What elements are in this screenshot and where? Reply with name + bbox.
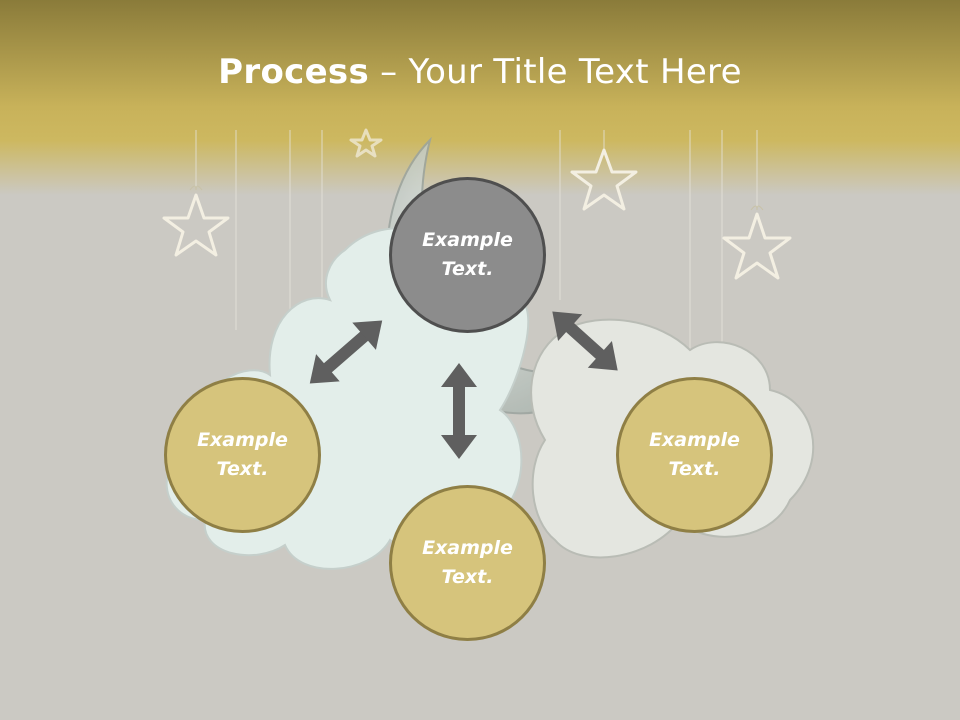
node-left-text: Example Text. <box>197 429 288 480</box>
title-rest: – Your Title Text Here <box>369 52 742 92</box>
title-bold: Process <box>218 52 370 92</box>
arrow-top-bottom <box>441 363 477 459</box>
arrow-top-right <box>552 311 618 371</box>
star-icon <box>162 193 230 257</box>
star-icon <box>722 212 792 280</box>
process-node-left: Example Text. <box>164 377 321 533</box>
node-top-text: Example Text. <box>422 229 513 280</box>
arrow-top-left <box>309 320 383 384</box>
star-decorations <box>162 128 792 280</box>
node-right-text: Example Text. <box>649 429 740 480</box>
star-icon <box>349 128 383 158</box>
process-node-bottom: Example Text. <box>389 485 546 641</box>
process-node-top: Example Text. <box>389 177 546 333</box>
node-bottom-text: Example Text. <box>422 537 513 588</box>
star-icon <box>570 148 638 211</box>
process-node-right: Example Text. <box>616 377 773 533</box>
slide-title: Process – Your Title Text Here <box>0 52 960 92</box>
